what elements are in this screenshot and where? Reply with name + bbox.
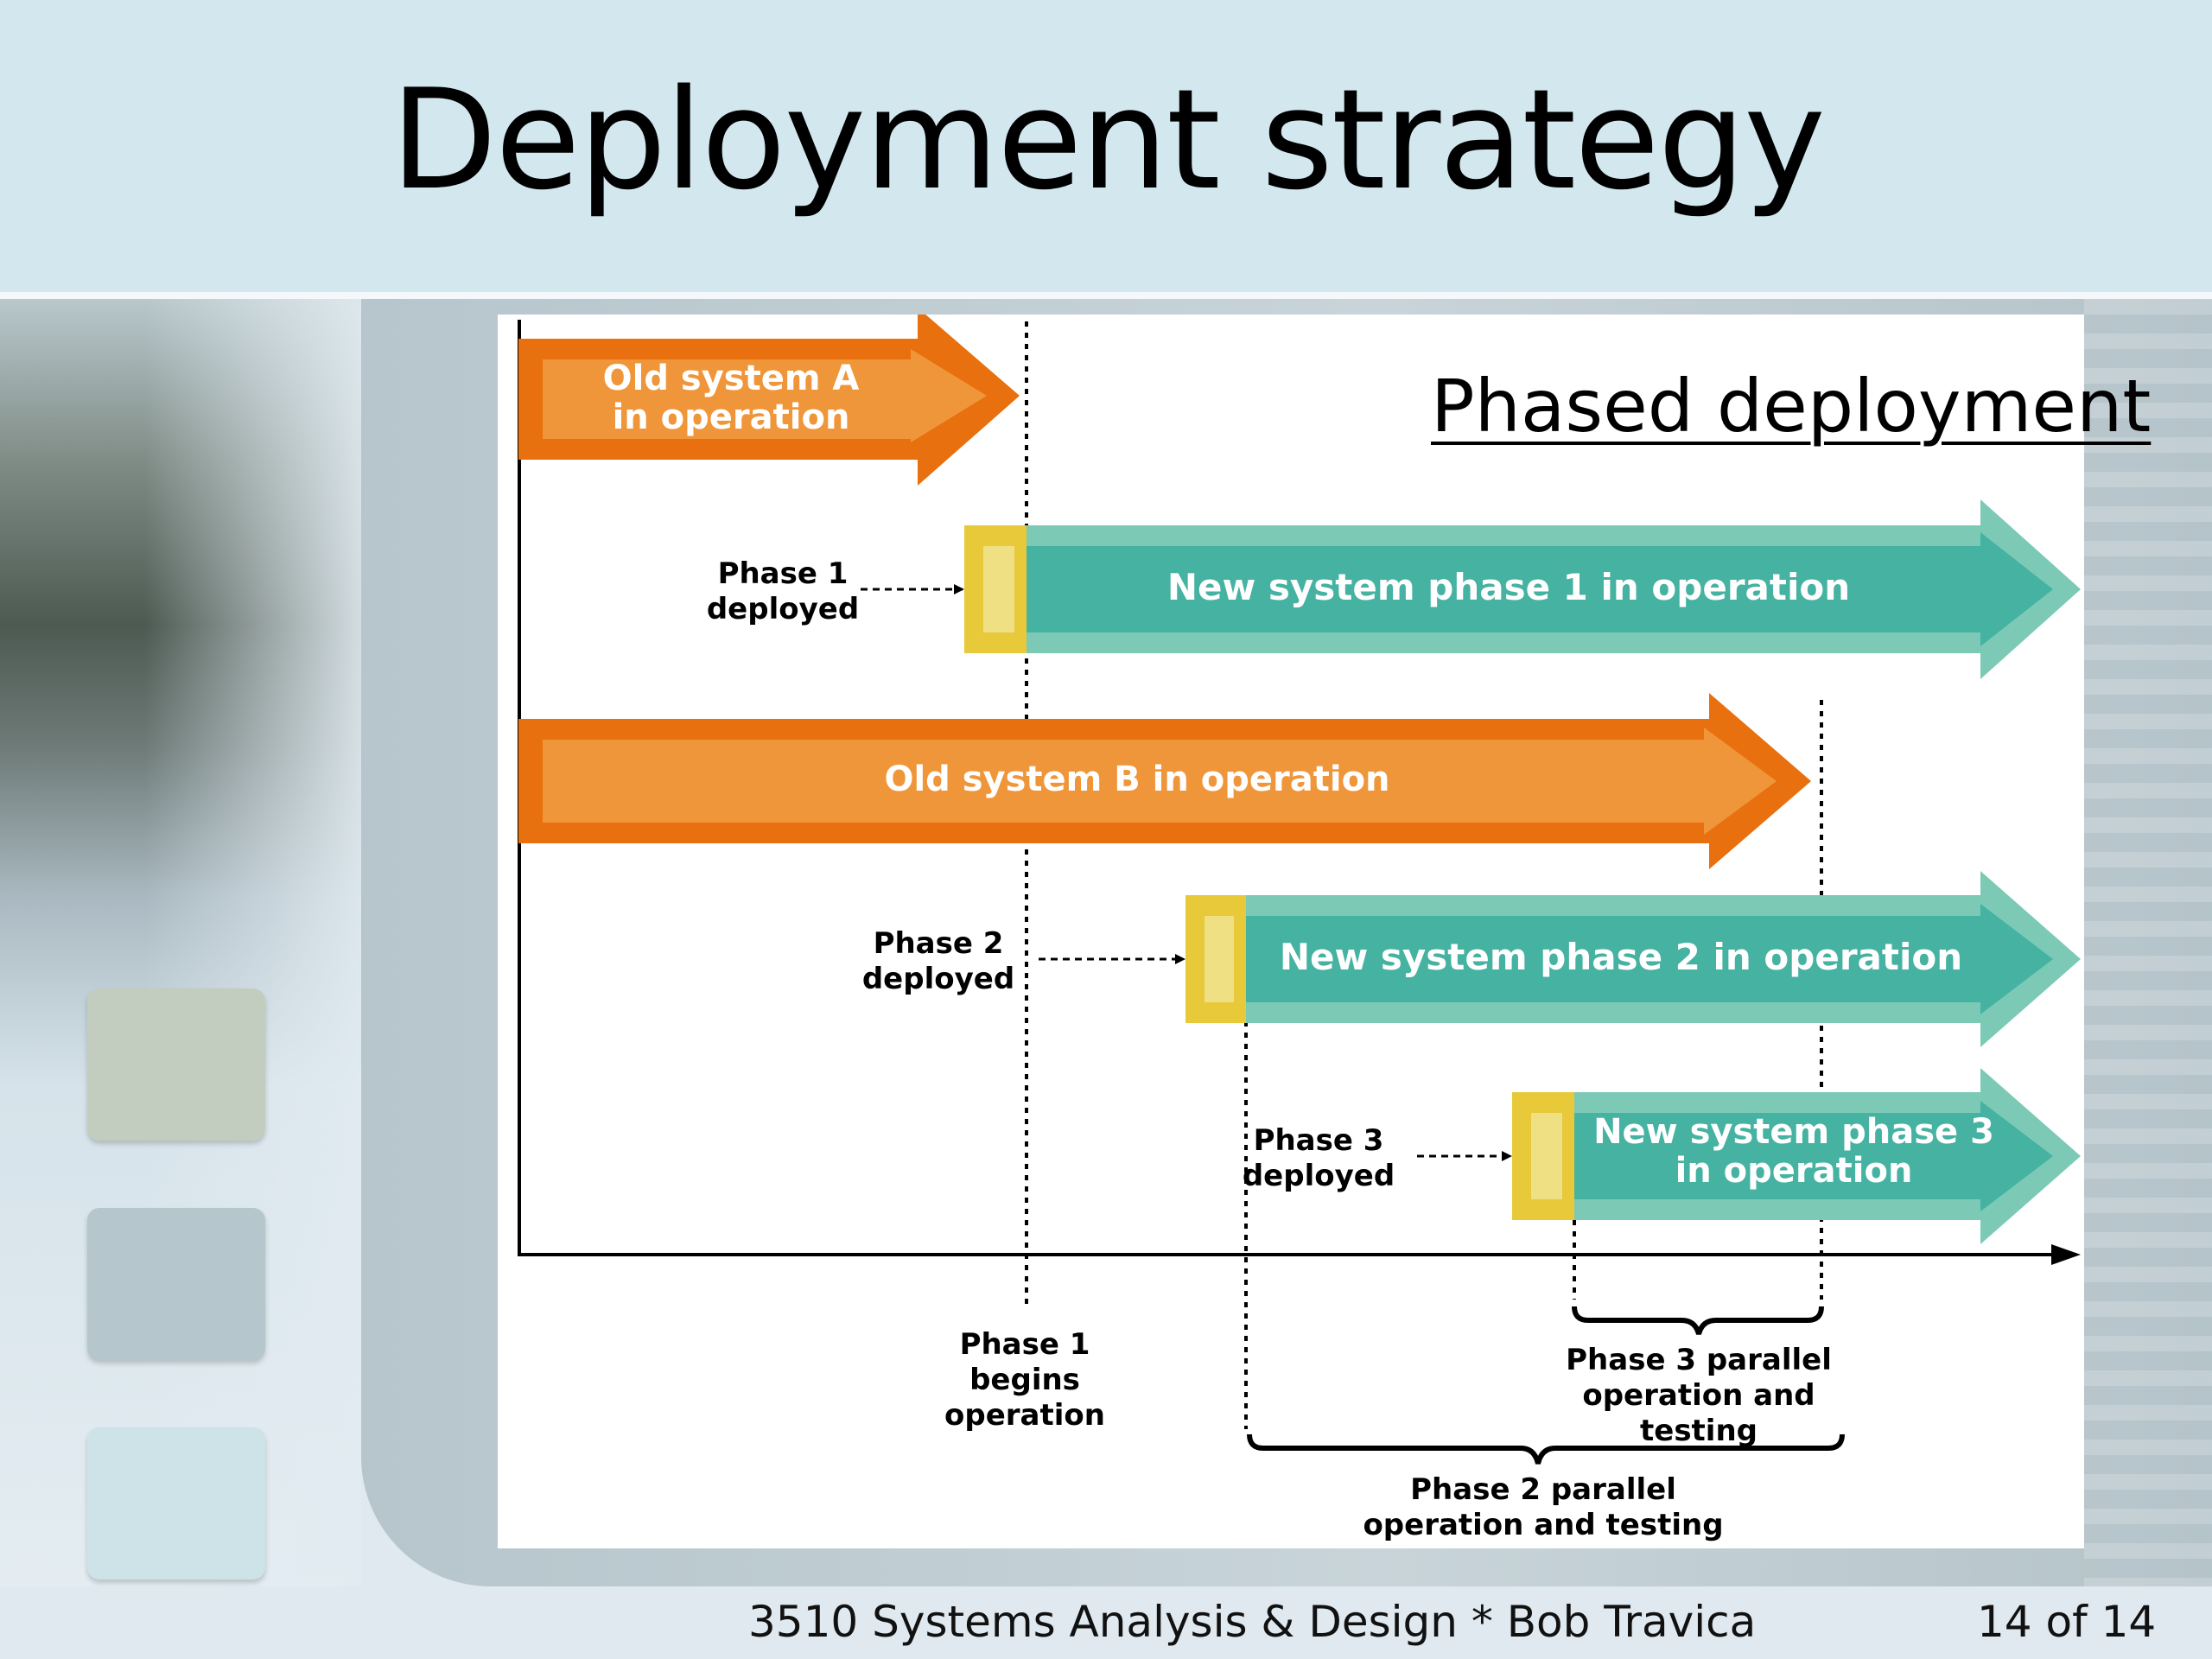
new-system-phase1-arrow-core: [1027, 532, 2053, 646]
diagram-graphics: [518, 315, 2081, 1465]
time-axis-arrowhead: [2051, 1244, 2081, 1265]
new-system-phase3-arrow-core: [1574, 1101, 2053, 1211]
decor-square-2: [87, 1208, 265, 1360]
old-system-a-label: Old system A in operation: [602, 359, 860, 437]
old-system-b-label: Old system B in operation: [884, 760, 1390, 799]
phase3-deployed-annotation: Phase 3 deployed: [1242, 1123, 1395, 1193]
phase3-parallel-brace: [1572, 1306, 1824, 1335]
decor-square-1: [87, 988, 265, 1141]
diagram-heading: Phased deployment: [1431, 364, 2152, 448]
old-system-a-arrow-highlight: [543, 349, 987, 442]
title-band: [0, 0, 2212, 292]
phase3-parallel-annotation: Phase 3 parallel operation and testing: [1566, 1343, 1832, 1448]
phase1-deployed-annotation: Phase 1 deployed: [706, 556, 860, 626]
title-divider: [0, 292, 2212, 299]
phase2-parallel-brace: [1247, 1433, 1845, 1465]
phase1-begins-annotation: Phase 1 begins operation: [944, 1327, 1105, 1433]
new-system-phase2-label: New system phase 2 in operation: [1279, 936, 1963, 978]
phased-deployment-diagram: Phased deployment Old system A in operat…: [498, 315, 2152, 1548]
new-system-phase3-label: New system phase 3 in operation: [1593, 1112, 1994, 1191]
phase2-deploy-marker-inner: [1205, 916, 1234, 1002]
new-system-phase1-label: New system phase 1 in operation: [1166, 566, 1851, 608]
phase2-deployed-annotation: Phase 2 deployed: [861, 926, 1015, 996]
binary-pattern-edge: [2084, 299, 2212, 1586]
left-photo-strip: [0, 299, 361, 1659]
footer-page-number: 14 of 14: [1977, 1597, 2157, 1647]
old-system-b-arrow-highlight: [543, 728, 1777, 835]
footer-course: 3510 Systems Analysis & Design * Bob Tra…: [748, 1597, 1757, 1647]
decor-square-3: [87, 1427, 265, 1580]
new-system-phase2-arrow-core: [1246, 904, 2053, 1014]
phase1-deploy-marker-inner: [983, 546, 1014, 632]
phase3-deploy-marker-inner: [1531, 1113, 1562, 1199]
slide-title: Deployment strategy: [391, 59, 1826, 220]
footer-band: [0, 1586, 2212, 1659]
phase2-parallel-annotation: Phase 2 parallel operation and testing: [1363, 1472, 1724, 1542]
